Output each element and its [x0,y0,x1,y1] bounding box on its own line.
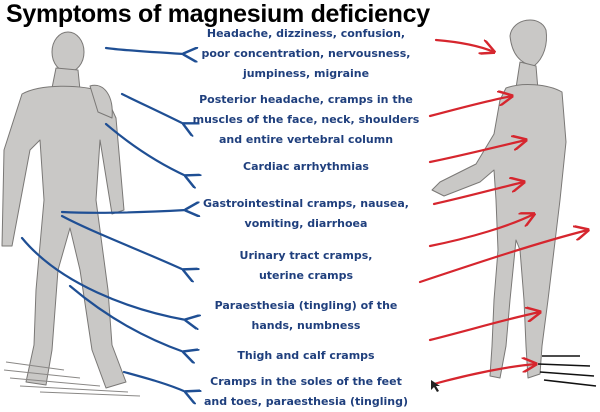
symptom-label-urinary: Urinary tract cramps, uterine cramps [188,246,424,286]
symptom-line: Headache, dizziness, confusion, [206,27,406,40]
blue-arrow-urinary [60,214,184,270]
red-arrow-hands [428,312,540,342]
red-arrow-urinary [428,214,534,248]
symptom-line: muscles of the face, neck, shoulders [192,113,420,126]
symptom-label-hands: Paraesthesia (tingling) of the hands, nu… [188,296,424,336]
symptom-line: Urinary tract cramps, [239,249,373,262]
symptom-line: Gastrointestinal cramps, nausea, [203,197,409,210]
red-arrow-gut [432,182,524,206]
left-arrows [20,48,186,392]
right-arrows [418,38,588,386]
symptom-line: and entire vertebral column [218,133,394,146]
female-figure [431,19,567,379]
symptom-label-heart: Cardiac arrhythmias [188,157,424,177]
symptom-line: Posterior headache, cramps in the [199,93,413,106]
red-arrow-feet [432,364,536,386]
blue-arrow-gut [60,210,186,213]
symptom-label-gut: Gastrointestinal cramps, nausea, vomitin… [188,194,424,234]
symptom-line: and toes, paraesthesia (tingling) [203,395,409,408]
symptom-label-shoulders: Posterior headache, cramps in the muscle… [188,90,424,150]
symptom-label-head: Headache, dizziness, confusion, poor con… [188,24,424,84]
symptom-label-legs: Thigh and calf cramps [188,346,424,366]
red-arrow-heart [428,140,526,164]
blue-arrow-legs [68,284,184,352]
symptom-line: hands, numbness [251,319,361,332]
symptom-line: Cramps in the soles of the feet [210,375,402,388]
blue-arrow-shoulders [120,92,184,124]
male-figure [1,31,127,389]
symptom-line: Paraesthesia (tingling) of the [214,299,398,312]
red-arrow-shoulders [428,96,512,118]
symptom-line: Thigh and calf cramps [237,349,375,362]
symptom-line: jumpiness, migraine [242,67,370,80]
symptom-line: poor concentration, nervousness, [201,47,411,60]
red-arrow-legs [418,230,588,284]
male-ground-hatching [3,361,141,397]
symptom-line: uterine cramps [258,269,354,282]
symptom-line: vomiting, diarrhoea [244,217,368,230]
blue-arrow-head [104,48,184,54]
blue-arrow-hands [20,236,186,320]
symptom-line: Cardiac arrhythmias [243,160,369,173]
page-title: Symptoms of magnesium deficiency [6,0,430,28]
blue-arrow-feet [122,370,186,392]
red-arrow-head [434,38,494,52]
pointer-icon [431,380,440,392]
female-ground-hatching [537,355,597,387]
blue-arrow-heart [104,122,186,176]
symptom-label-feet: Cramps in the soles of the feet and toes… [188,372,424,412]
